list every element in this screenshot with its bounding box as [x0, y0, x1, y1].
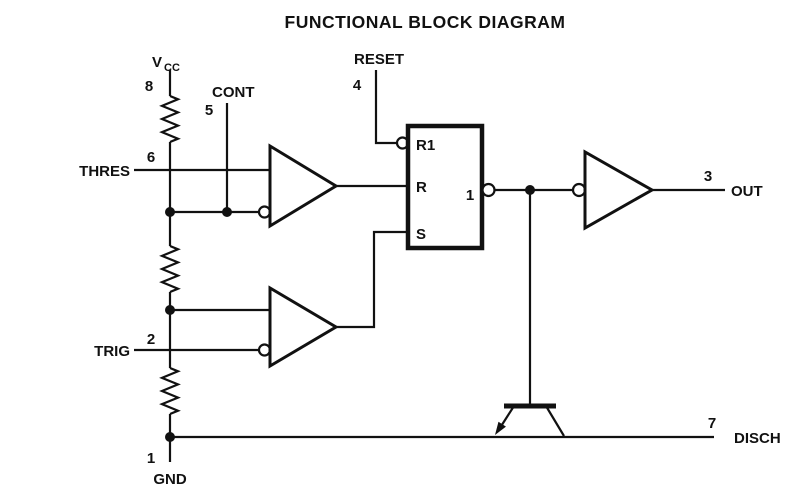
latch-output-bubble — [481, 182, 496, 198]
cont-label: CONT — [212, 84, 255, 101]
disch-pin-number: 7 — [708, 415, 716, 432]
comparator-2-triangle — [268, 285, 339, 369]
thres-pin-number: 6 — [147, 149, 155, 166]
buffer-input-bubble — [571, 182, 587, 198]
resistor-2 — [159, 244, 181, 294]
voltage-divider — [159, 70, 181, 462]
vcc-label-subscript: CC — [164, 62, 180, 74]
output-buffer: 3 OUT — [494, 149, 763, 231]
discharge-transistor: 7 DISCH — [170, 190, 781, 447]
pin-thres: THRES 6 — [79, 149, 270, 180]
pin-gnd: 1 GND — [147, 450, 187, 488]
reset-pin-number: 4 — [353, 77, 362, 94]
emitter-arrow-icon — [495, 421, 506, 435]
transistor-collector — [545, 405, 565, 437]
gnd-label: GND — [153, 471, 187, 488]
pin-trig: TRIG 2 — [94, 331, 259, 360]
latch-s-label: S — [416, 226, 426, 243]
out-pin-number: 3 — [704, 168, 712, 185]
reset-label: RESET — [354, 51, 404, 68]
comparator-1-triangle — [268, 143, 339, 229]
threshold-comparator — [170, 143, 408, 229]
latch-box — [405, 123, 485, 251]
vcc-label: V — [152, 54, 162, 71]
disch-label: DISCH — [734, 430, 781, 447]
latch-output-label: 1 — [466, 187, 474, 204]
pin-vcc: V CC 8 — [145, 54, 180, 95]
resistor-1 — [159, 94, 181, 144]
cont-pin-number: 5 — [205, 102, 213, 119]
reset-input: RESET 4 — [353, 51, 410, 150]
comp1-inverting-bubble — [257, 205, 272, 219]
wire-reset — [374, 70, 397, 145]
vcc-pin-number: 8 — [145, 78, 153, 95]
latch-r1-label: R1 — [416, 137, 435, 154]
diagram-title: FUNCTIONAL BLOCK DIAGRAM — [285, 12, 566, 32]
resistor-3 — [159, 366, 181, 416]
pin-cont: CONT 5 — [205, 84, 255, 217]
comp2-inverting-bubble — [257, 343, 272, 357]
trigger-comparator — [170, 230, 408, 369]
out-label: OUT — [731, 183, 763, 200]
wire-comp2-out — [336, 230, 408, 329]
gnd-pin-number: 1 — [147, 450, 155, 467]
sr-latch: R1 R S 1 — [405, 123, 496, 251]
buffer-triangle — [583, 149, 656, 231]
trig-pin-number: 2 — [147, 331, 155, 348]
latch-r-label: R — [416, 179, 427, 196]
thres-label: THRES — [79, 163, 130, 180]
trig-label: TRIG — [94, 343, 130, 360]
